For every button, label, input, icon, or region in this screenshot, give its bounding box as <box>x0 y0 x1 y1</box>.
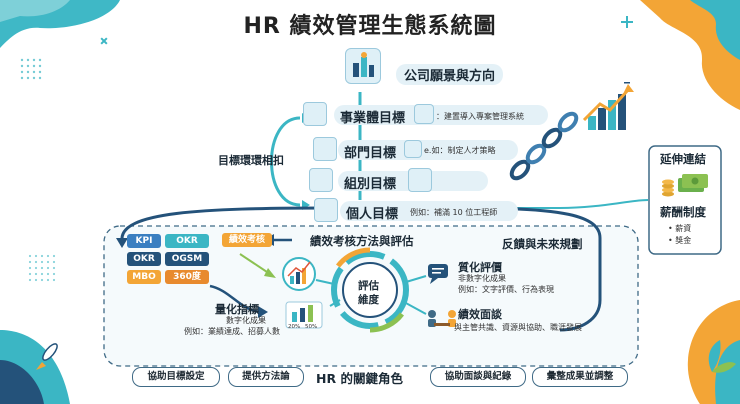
personal-target-icon <box>314 198 338 222</box>
quant-chart-label-1: 20% <box>288 324 301 330</box>
loop-label: 目標環環相扣 <box>218 154 284 167</box>
dept-bar <box>338 140 518 160</box>
interview-desc: 與主管共識、資源與協助、職涯發展 <box>454 323 582 332</box>
qualitative-title: 質化評價 <box>458 261 502 274</box>
tag-performance: 績效考核 <box>222 233 272 247</box>
extension-item: 薪酬制度 <box>660 205 706 219</box>
tag-okr-top: OKR <box>165 234 209 248</box>
money-icon <box>662 174 708 197</box>
center-label-2: 維度 <box>358 294 379 306</box>
dot-pattern-lower-left <box>28 254 56 282</box>
dept-people-icon <box>404 140 422 158</box>
quantitative-title: 量化指標 <box>215 303 259 316</box>
business-chart-icon <box>414 104 434 124</box>
feedback-title: 反饋與未來規劃 <box>502 237 583 251</box>
arrow-to-methods <box>120 206 331 241</box>
tag-ogsm: OGSM <box>165 252 209 266</box>
group-label: 組別目標 <box>344 177 397 192</box>
hr-role-title: HR 的關鍵角色 <box>316 371 403 386</box>
tag-360: 360度 <box>165 270 209 284</box>
hr-pill-interview: 協助面談與紀錄 <box>430 367 526 387</box>
tags-to-quant-arrow <box>209 284 261 314</box>
business-team-icon <box>303 102 327 126</box>
quant-chart-label-2: 50% <box>305 324 318 330</box>
quantitative-example: 例如：業績達成、招募人數 <box>184 327 280 336</box>
dept-gear-icon <box>313 137 337 161</box>
methods-title: 績效考核方法與評估 <box>310 234 414 248</box>
extension-title: 延伸連結 <box>660 152 706 166</box>
extension-connector <box>470 199 649 209</box>
tag-mbo: MBO <box>127 270 161 284</box>
chain-icon <box>509 111 579 181</box>
personal-bar <box>340 201 518 221</box>
plant-icon <box>708 340 736 373</box>
business-note: ：建置導入專案管理系統 <box>436 112 524 121</box>
extension-bullet-2: • 獎金 <box>668 236 692 245</box>
loop-arrow-left <box>270 116 301 207</box>
hr-pill-consolidate: 彙整成果並調整 <box>532 367 628 387</box>
hr-pill-goal-setting: 協助目標設定 <box>132 367 220 387</box>
center-label-1: 評估 <box>358 280 379 292</box>
tag-okr: OKR <box>127 252 161 266</box>
personal-note: 例如：補滿 10 位工程師 <box>410 208 498 217</box>
bottom-left-blob-2 <box>0 360 44 404</box>
top-right-blob <box>640 0 740 110</box>
business-label: 事業體目標 <box>340 111 406 126</box>
tags-to-chart-arrow <box>239 253 271 275</box>
personal-label: 個人目標 <box>346 207 399 222</box>
qualitative-sub: 非數字化成果 <box>458 274 506 283</box>
interview-title: 績效面談 <box>458 308 502 321</box>
hr-pill-methodology: 提供方法論 <box>228 367 304 387</box>
top-right-blob-teal <box>690 0 740 60</box>
speech-bubble-icon <box>428 264 448 278</box>
dot-pattern-left <box>20 58 42 80</box>
top-left-blob-light <box>0 0 70 22</box>
extension-bullet-1: • 薪資 <box>668 224 692 233</box>
page-title: HR 績效管理生態系統圖 <box>243 14 497 39</box>
extension-box <box>648 145 722 255</box>
bottom-right-blob-2 <box>715 340 740 404</box>
center-ring-inner <box>342 262 398 318</box>
growth-chart-icon <box>582 84 634 130</box>
dept-note: e.如：制定人才策略 <box>424 146 496 155</box>
rocket-icon <box>36 343 58 370</box>
vision-label: 公司願景與方向 <box>396 64 504 85</box>
interview-icon <box>428 310 456 327</box>
qualitative-example: 例如：文字評價、行為表現 <box>458 285 554 294</box>
tag-kpi: KPI <box>127 234 161 248</box>
center-ring <box>331 251 409 329</box>
vision-icon <box>345 48 381 84</box>
sparkle-icons <box>100 16 633 84</box>
arrow-feedback-up <box>559 238 602 332</box>
group-hands-icon <box>408 168 432 192</box>
dept-label: 部門目標 <box>344 146 397 161</box>
group-people-icon <box>309 168 333 192</box>
business-bar <box>334 105 548 125</box>
quantitative-sub: 數字化成果 <box>226 316 266 325</box>
